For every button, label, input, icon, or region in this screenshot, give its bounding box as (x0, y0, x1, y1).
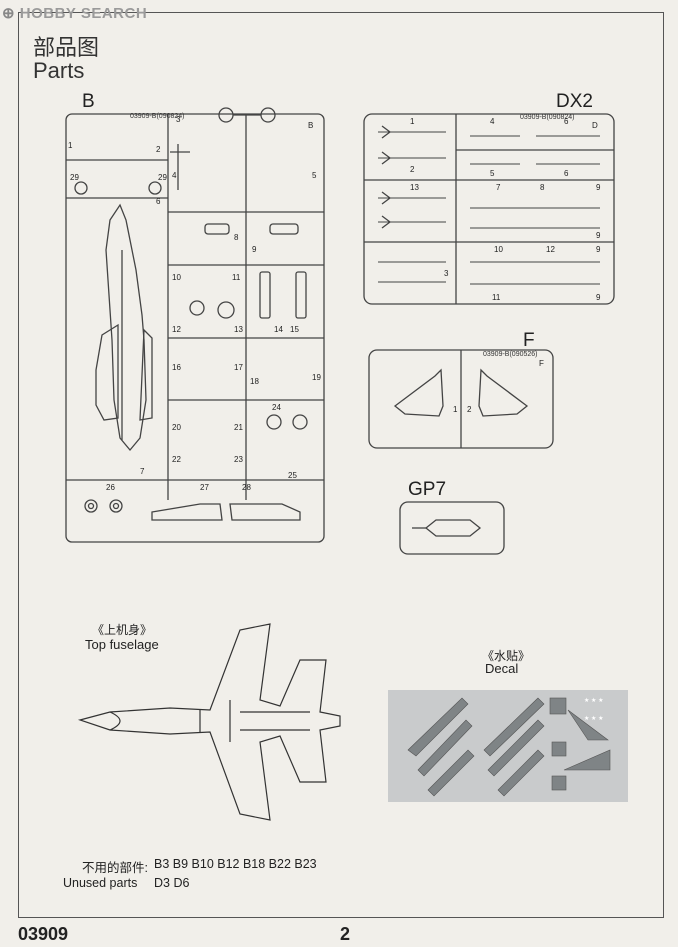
decal-caption-cn: 《水贴》 (481, 649, 530, 663)
svg-text:25: 25 (288, 471, 297, 480)
svg-text:5: 5 (490, 169, 495, 178)
svg-text:D: D (592, 121, 598, 130)
svg-text:1: 1 (68, 141, 73, 150)
svg-text:26: 26 (106, 483, 115, 492)
top-view-caption-en: Top fuselage (85, 637, 159, 652)
svg-text:2: 2 (410, 165, 415, 174)
svg-text:18: 18 (250, 377, 259, 386)
svg-text:11: 11 (492, 293, 501, 302)
footer-product-code: 03909 (18, 924, 69, 944)
svg-text:9: 9 (596, 245, 601, 254)
svg-text:23: 23 (234, 455, 243, 464)
svg-text:1: 1 (453, 405, 458, 414)
svg-text:20: 20 (172, 423, 181, 432)
svg-text:9: 9 (596, 183, 601, 192)
svg-text:21: 21 (234, 423, 243, 432)
watermark-text: HOBBY SEARCH (19, 5, 148, 22)
svg-text:★ ★ ★: ★ ★ ★ (584, 697, 603, 704)
svg-text:1: 1 (410, 117, 415, 126)
svg-text:28: 28 (242, 483, 251, 492)
svg-text:03909-B(090526): 03909-B(090526) (483, 351, 538, 358)
svg-text:17: 17 (234, 363, 243, 372)
top-fuselage-drawing (77, 623, 341, 821)
svg-text:11: 11 (232, 273, 241, 282)
footer-page-number: 2 (340, 924, 351, 944)
svg-text:12: 12 (546, 245, 555, 254)
sprue-b-label: B (82, 91, 95, 112)
sprue-dx2-label: DX2 (556, 91, 593, 112)
svg-text:4: 4 (172, 171, 177, 180)
svg-text:03909-B(090824): 03909-B(090824) (520, 114, 575, 121)
svg-text:★ ★ ★: ★ ★ ★ (584, 715, 603, 722)
watermark-logo-icon: ⊕ (2, 5, 16, 22)
unused-label-en: Unused parts (63, 876, 138, 890)
svg-text:7: 7 (140, 467, 145, 476)
page-frame (18, 12, 664, 918)
svg-text:9: 9 (596, 231, 601, 240)
page-title-en: Parts (33, 58, 85, 83)
svg-text:14: 14 (274, 325, 283, 334)
svg-text:9: 9 (596, 293, 601, 302)
svg-text:03909-B(090824): 03909-B(090824) (130, 113, 185, 120)
unused-list-d: D3 D6 (154, 876, 190, 890)
svg-text:6: 6 (564, 169, 569, 178)
decal-sheet-drawing: ★ ★ ★ ★ ★ ★ (388, 690, 628, 802)
svg-text:15: 15 (290, 325, 299, 334)
sprue-gp7-label: GP7 (408, 479, 447, 500)
svg-text:8: 8 (540, 183, 545, 192)
svg-text:3: 3 (176, 115, 181, 124)
svg-text:27: 27 (200, 483, 209, 492)
svg-text:24: 24 (272, 403, 281, 412)
watermark: ⊕ HOBBY SEARCH (2, 4, 147, 22)
svg-text:13: 13 (410, 183, 419, 192)
svg-text:2: 2 (467, 405, 472, 414)
svg-text:10: 10 (494, 245, 503, 254)
svg-text:2: 2 (156, 145, 161, 154)
svg-text:13: 13 (234, 325, 243, 334)
svg-text:12: 12 (172, 325, 181, 334)
svg-text:6: 6 (564, 117, 569, 126)
svg-text:6: 6 (156, 197, 161, 206)
svg-text:22: 22 (172, 455, 181, 464)
unused-list-b: B3 B9 B10 B12 B18 B22 B23 (154, 857, 317, 871)
svg-text:9: 9 (252, 245, 257, 254)
svg-text:4: 4 (490, 117, 495, 126)
sprue-gp7-drawing (399, 501, 505, 555)
svg-text:8: 8 (234, 233, 239, 242)
page-title-cn: 部品图 (33, 35, 100, 60)
svg-text:5: 5 (312, 171, 317, 180)
svg-text:16: 16 (172, 363, 181, 372)
svg-text:3: 3 (444, 269, 449, 278)
decal-caption-en: Decal (485, 661, 519, 676)
top-view-caption-cn: 《上机身》 (91, 623, 152, 637)
unused-label-cn: 不用的部件: (82, 861, 148, 875)
svg-text:29: 29 (70, 173, 79, 182)
svg-text:7: 7 (496, 183, 501, 192)
svg-text:10: 10 (172, 273, 181, 282)
svg-text:19: 19 (312, 373, 321, 382)
sprue-f-label: F (523, 330, 535, 351)
svg-text:B: B (308, 121, 313, 130)
svg-text:29: 29 (158, 173, 167, 182)
svg-text:F: F (539, 359, 544, 368)
